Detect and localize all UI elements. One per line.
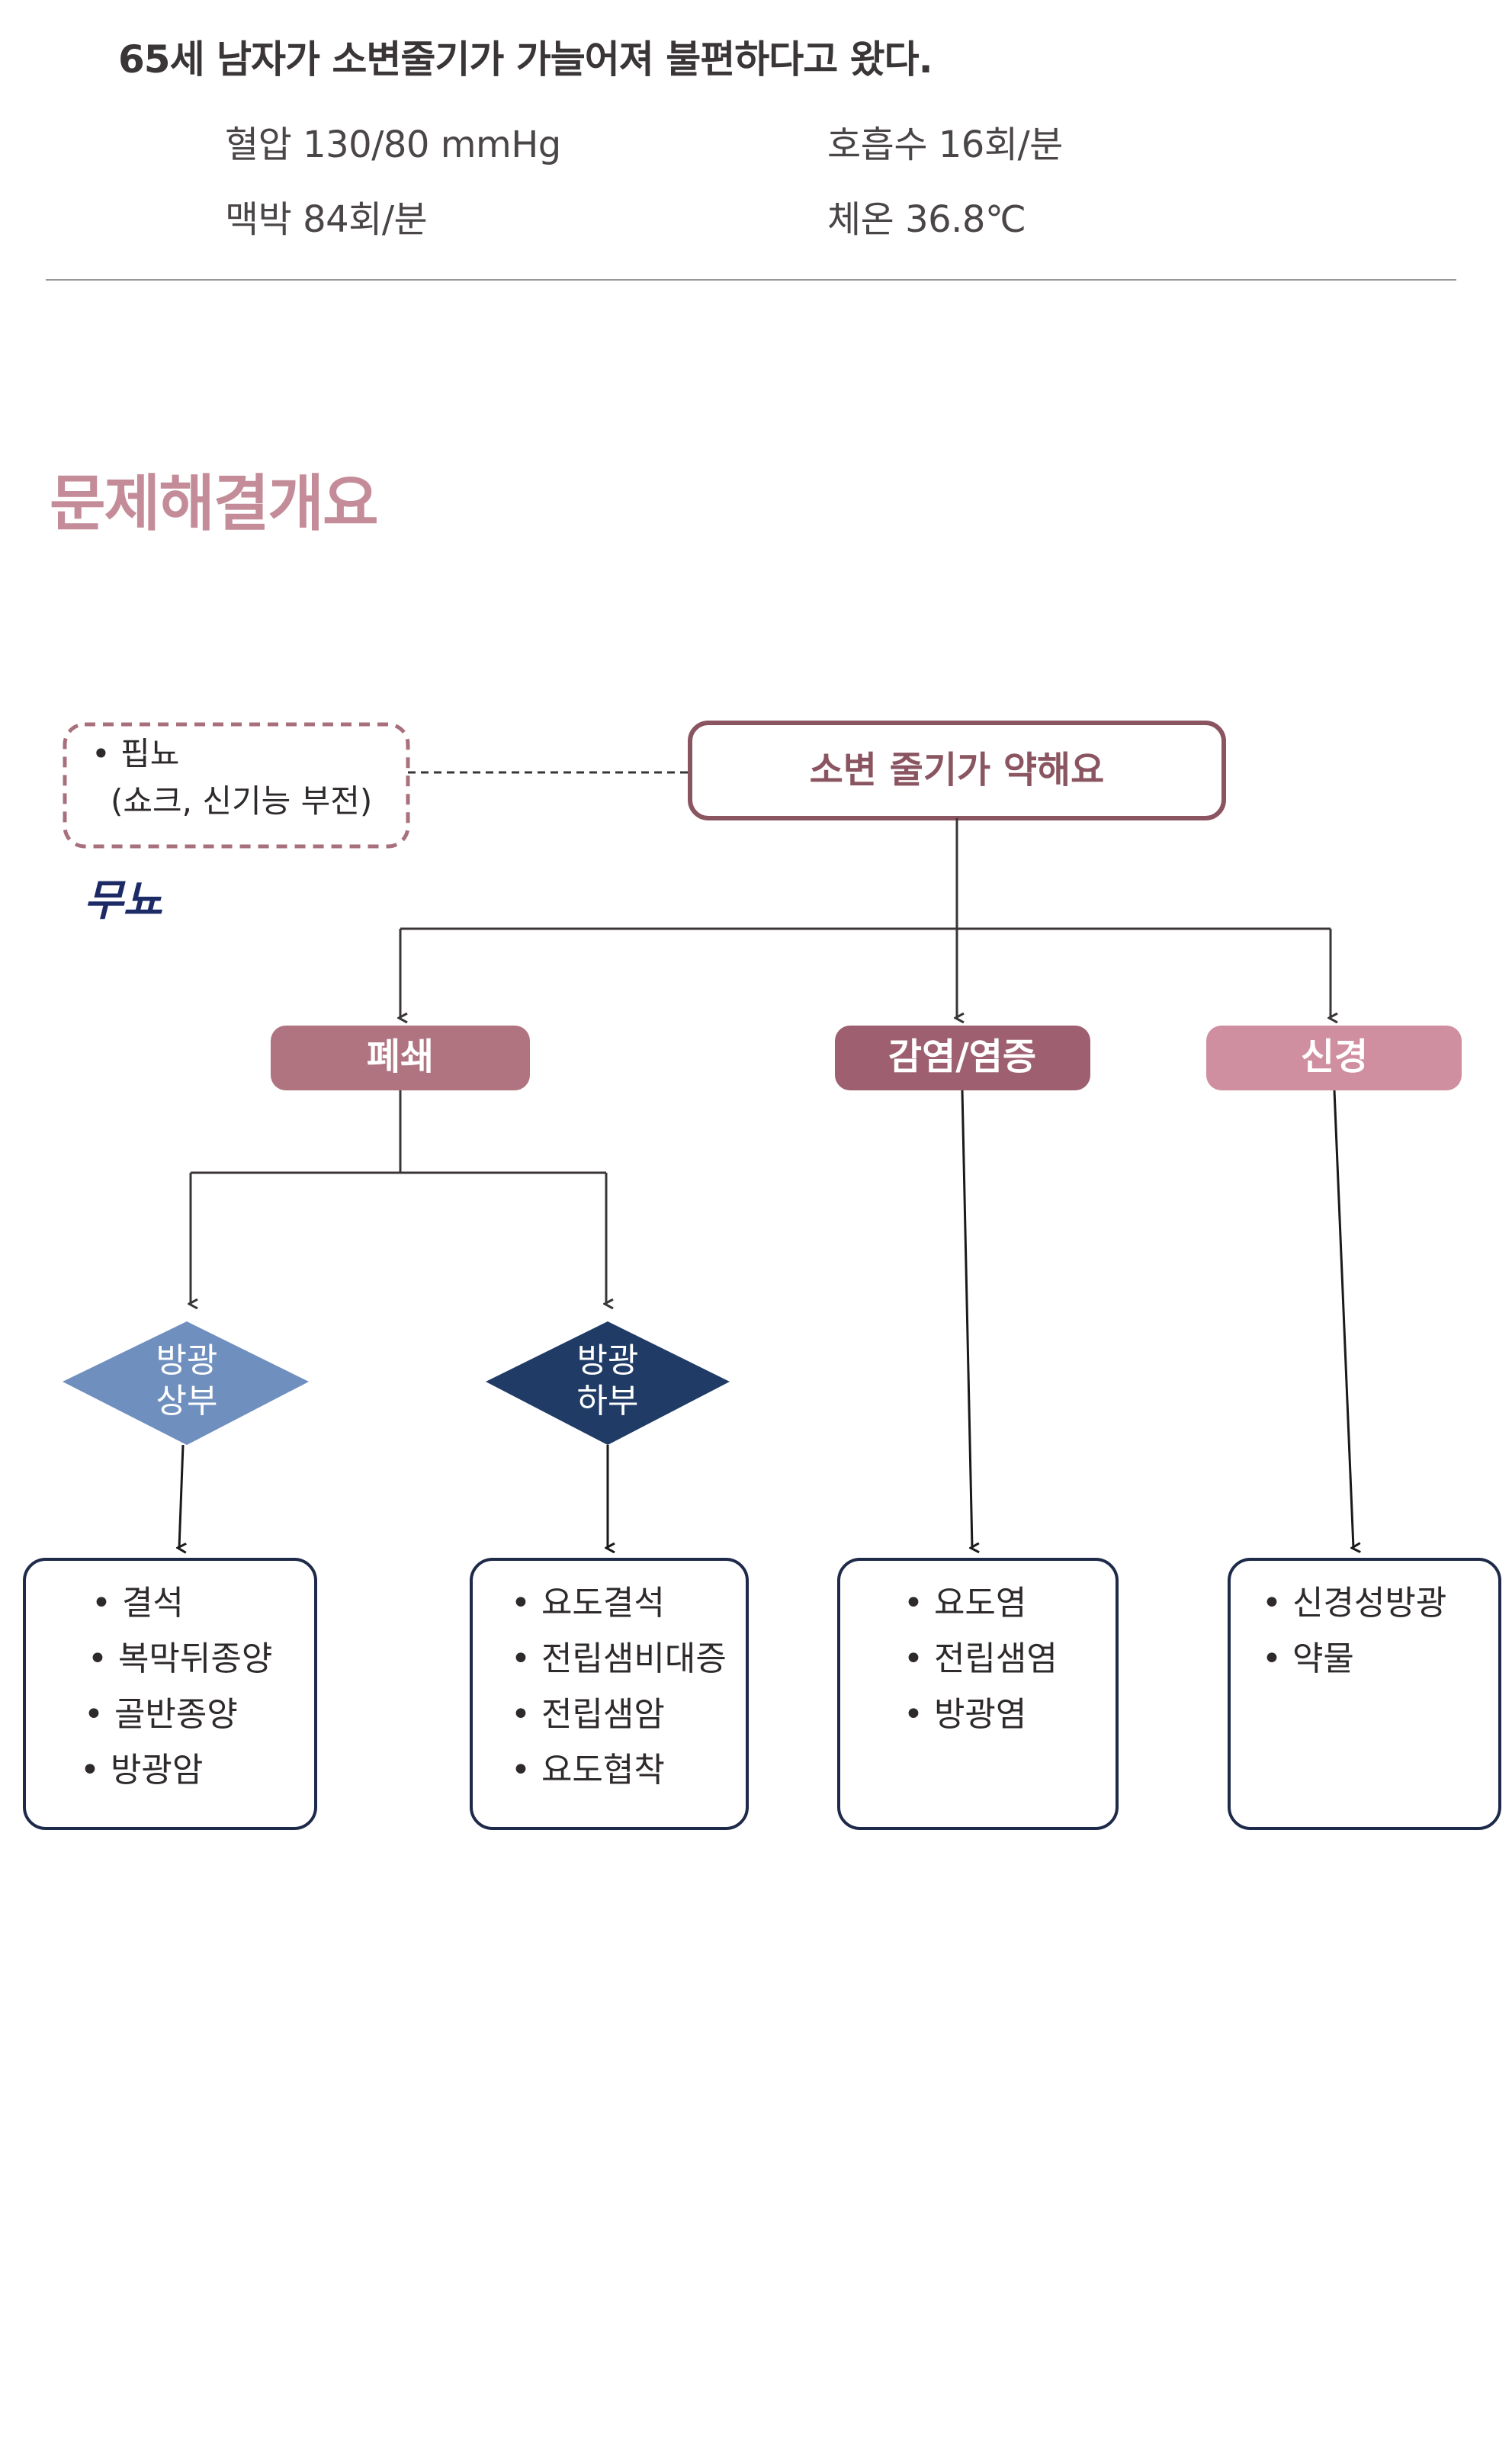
box-connectors: [179, 1090, 1353, 1548]
box-upper-item-3: • 골반종양: [84, 1695, 238, 1734]
category-obstruction-label: 폐쇄: [367, 1035, 434, 1078]
diamond-upper-line1: 방광: [156, 1341, 218, 1380]
box-neuro: [1228, 1558, 1501, 1830]
vital-respiration: 호흡수 16회/분: [827, 124, 1063, 166]
root-connectors: [400, 818, 1331, 1018]
diamond-lower-line2: 하부: [577, 1382, 639, 1421]
box-infection-item-3: • 방광염: [904, 1695, 1026, 1734]
category-obstruction: [271, 1026, 530, 1090]
box-upper-item-1: • 결석: [91, 1584, 184, 1623]
side-note-line1: • 핍뇨: [91, 735, 179, 772]
root-label: 소변 줄기가 약해요: [810, 749, 1105, 791]
box-lower: [470, 1558, 749, 1830]
box-upper: [23, 1558, 317, 1830]
vital-blood-pressure: 혈압 130/80 mmHg: [225, 124, 561, 166]
category-neuro: [1206, 1026, 1462, 1090]
category-infection-label: 감염/염증: [888, 1035, 1036, 1078]
box-infection-item-2: • 전립샘염: [904, 1639, 1058, 1678]
vital-pulse: 맥박 84회/분: [225, 198, 428, 241]
box-infection-item-1: • 요도염: [904, 1584, 1026, 1623]
diamond-upper-line2: 상부: [156, 1382, 218, 1421]
box-lower-item-3: • 전립샘암: [511, 1695, 665, 1734]
box-neuro-item-2: • 약물: [1262, 1639, 1354, 1678]
category-infection: [835, 1026, 1090, 1090]
box-upper-item-2: • 복막뒤종양: [88, 1639, 272, 1678]
vital-temperature: 체온 36.8℃: [827, 198, 1026, 241]
box-lower-item-4: • 요도협착: [511, 1751, 665, 1790]
section-title: 문제해결개요: [50, 468, 379, 539]
diamond-lower: [486, 1321, 730, 1445]
case-title: 65세 남자가 소변줄기가 가늘어져 불편하다고 왔다.: [118, 37, 933, 82]
box-lower-item-2: • 전립샘비대증: [511, 1639, 727, 1678]
box-neuro-item-1: • 신경성방광: [1262, 1584, 1446, 1623]
diamond-lower-line1: 방광: [577, 1341, 639, 1380]
side-note-line2: (쇼크, 신기능 부전): [111, 782, 372, 820]
header-divider: [46, 279, 1456, 281]
side-note-box: [63, 722, 410, 849]
box-infection: [837, 1558, 1119, 1830]
diamond-upper: [63, 1321, 309, 1445]
handwritten-note: 무뇨: [84, 875, 163, 926]
category-neuro-label: 신경: [1301, 1035, 1368, 1078]
box-upper-item-4: • 방광암: [80, 1751, 203, 1790]
box-lower-item-1: • 요도결석: [511, 1584, 665, 1623]
obstruction-connectors: [191, 1090, 606, 1304]
